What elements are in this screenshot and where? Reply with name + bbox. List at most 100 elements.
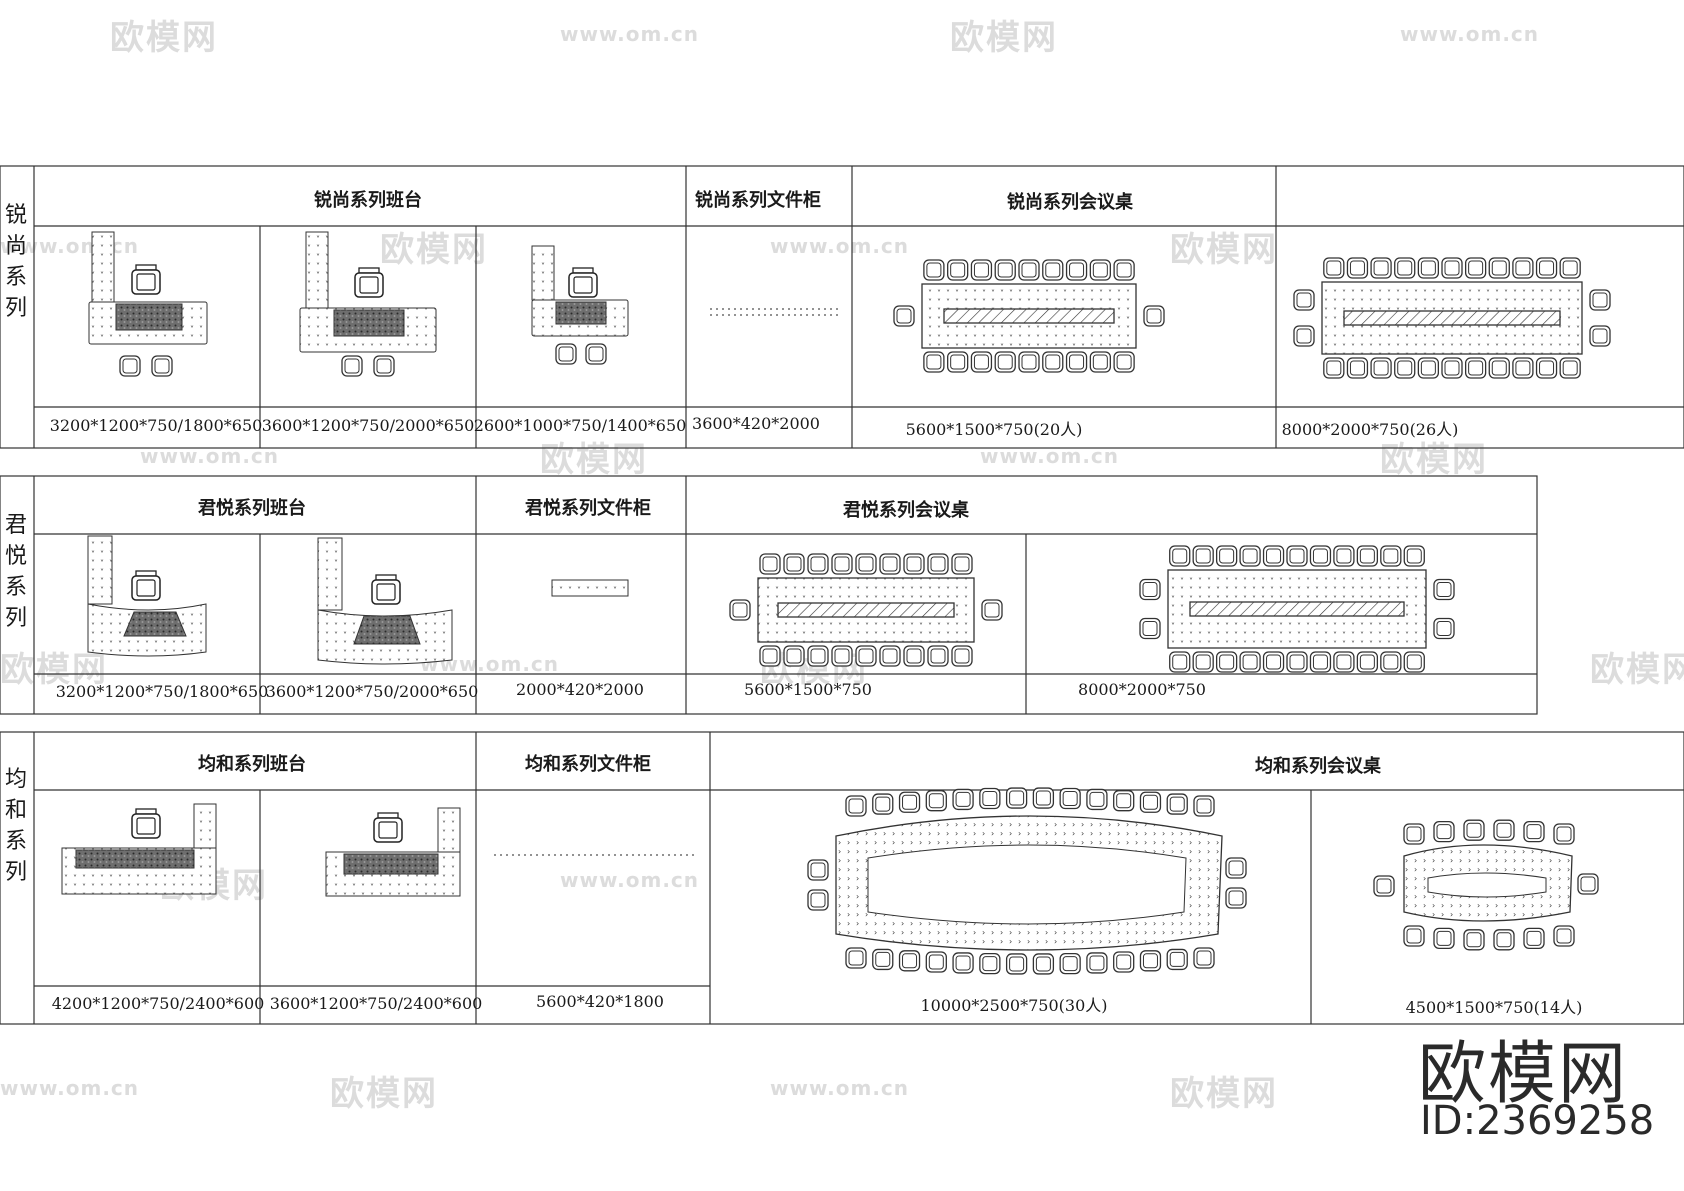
chair (1262, 651, 1285, 673)
chair (1169, 545, 1191, 567)
ruishang-conference-20 (893, 259, 1165, 373)
chair (970, 259, 993, 281)
chair (1403, 823, 1425, 845)
chair (1346, 257, 1369, 279)
chair (1346, 357, 1369, 379)
chair (807, 645, 829, 667)
chair (979, 952, 1001, 975)
chair (1139, 950, 1162, 972)
chair (855, 553, 877, 575)
dim-junyue-desk-1: 3200*1200*750/1800*650 (55, 682, 269, 701)
chair (952, 788, 974, 811)
chair (981, 599, 1003, 621)
chair (845, 947, 867, 969)
chair (994, 259, 1016, 281)
series-label-ruishang: 锐尚系列 (4, 203, 27, 321)
chair (1323, 357, 1345, 379)
chair (898, 950, 921, 972)
brand-id: ID:2369258 (1420, 1098, 1655, 1144)
chair (1139, 791, 1162, 813)
junyue-conference-5600 (729, 553, 1003, 667)
chair (1139, 578, 1161, 601)
chair (759, 553, 781, 575)
ruishang-conference-26 (1293, 257, 1611, 379)
dim-junyue-conference-2: 8000*2000*750 (1078, 680, 1206, 699)
brand-logo-text: 欧模网 (1418, 1035, 1629, 1114)
chair (1370, 357, 1392, 379)
chair (1018, 259, 1040, 281)
junhe-desk-1 (61, 803, 217, 895)
chair (1086, 952, 1108, 974)
chair (1433, 617, 1455, 640)
chair (1225, 857, 1247, 879)
dim-junhe-cabinet: 5600*420*1800 (536, 992, 664, 1011)
chair (1032, 953, 1055, 975)
dim-junhe-desk-1: 4200*1200*750/2400*600 (51, 994, 265, 1013)
chair (1523, 927, 1545, 950)
chair (1356, 545, 1379, 567)
chair (1577, 873, 1599, 895)
chair (1005, 953, 1028, 975)
chair (927, 553, 949, 575)
chair (1463, 819, 1485, 841)
header-junyue-conference: 君悦系列会议桌 (843, 500, 969, 521)
chair (1323, 257, 1345, 279)
chair (1433, 820, 1455, 843)
chair (783, 553, 805, 575)
chair (1535, 357, 1558, 379)
chair (1403, 545, 1425, 567)
chair (1370, 257, 1392, 279)
chair (831, 553, 853, 575)
chair (994, 351, 1016, 373)
chair (879, 553, 901, 575)
chair (925, 790, 947, 812)
chair (855, 645, 877, 667)
chair (1417, 357, 1440, 379)
chair (872, 948, 894, 971)
dim-junhe-conference-1: 10000*2500*750(30人) (920, 996, 1108, 1015)
chair (1286, 651, 1308, 673)
chair (1113, 351, 1135, 373)
ruishang-desk-1 (88, 231, 208, 377)
chair (1139, 617, 1161, 640)
chair (1417, 257, 1440, 279)
chair (1065, 351, 1088, 373)
ruishang-desk-2 (299, 231, 437, 377)
chair (1523, 820, 1545, 843)
header-ruishang-conference: 锐尚系列会议桌 (1007, 192, 1133, 213)
junhe-desk-2 (325, 807, 461, 897)
chair (1032, 787, 1055, 809)
chair (1493, 819, 1515, 841)
chair (947, 351, 969, 373)
chair (1089, 351, 1111, 373)
chair (1380, 651, 1402, 673)
chair (1065, 259, 1088, 281)
chair (1293, 325, 1315, 347)
dim-junhe-desk-2: 3600*1200*750/2400*600 (269, 994, 483, 1013)
chair (1463, 929, 1485, 951)
dim-ruishang-desk-3: 2600*1000*750/1400*650 (473, 416, 687, 435)
chair (1309, 545, 1332, 567)
chair (1193, 947, 1215, 969)
chair (1333, 545, 1355, 567)
chair (1113, 259, 1135, 281)
chair (1239, 651, 1261, 673)
chair (1403, 651, 1425, 673)
chair (1113, 790, 1135, 812)
chair (1169, 651, 1191, 673)
chair (947, 259, 969, 281)
chair (1464, 357, 1487, 379)
chair (898, 791, 921, 813)
chair (1166, 793, 1188, 815)
chair (1356, 651, 1379, 673)
chair (1373, 875, 1395, 897)
chair (951, 645, 973, 667)
chair (893, 305, 915, 327)
chair (1215, 651, 1238, 673)
junyue-desk-2 (317, 537, 453, 665)
chair (872, 793, 894, 815)
header-junhe-conference: 均和系列会议桌 (1255, 756, 1381, 777)
chair (1192, 651, 1214, 673)
chair (1018, 351, 1040, 373)
dim-junyue-desk-2: 3600*1200*750/2000*650 (265, 682, 479, 701)
